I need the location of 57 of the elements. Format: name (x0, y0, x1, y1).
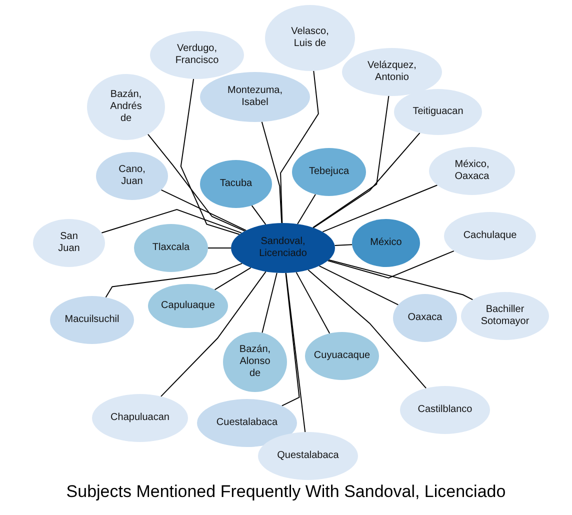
node-label: Castilblanco (418, 404, 472, 416)
connector-line (327, 250, 454, 278)
ellipse-node (231, 223, 335, 273)
node-label: Macuilsuchil (64, 314, 120, 326)
connector-line (262, 272, 278, 334)
ellipse-node (292, 148, 366, 196)
connector-line (261, 121, 282, 224)
node-label: México, Oaxaca (454, 159, 490, 183)
node-label: Bachiller Sotomayor (480, 304, 530, 328)
connector-line (214, 267, 252, 290)
node-label: Chapuluacan (110, 412, 170, 424)
node-label: Teitiguacan (412, 106, 464, 118)
node-label: San Juan (57, 231, 81, 255)
connector-line (308, 269, 427, 389)
node-label: Cano, Juan (118, 164, 146, 188)
node-label: Bazán, Andrés de (109, 89, 143, 125)
connector-line (286, 272, 306, 433)
ellipse-node (393, 294, 457, 342)
connector-line (328, 259, 474, 300)
connector-line (318, 265, 399, 306)
node-label: Questalabaca (277, 450, 339, 462)
node-label: Tacuba (220, 178, 252, 190)
connector-line (281, 272, 300, 406)
node-label: Oaxaca (408, 312, 442, 324)
ellipse-node (148, 284, 228, 328)
ellipse-node (305, 332, 379, 380)
connector-line (280, 70, 319, 224)
connector-line (251, 205, 266, 225)
connector-line (105, 262, 243, 298)
connector-line (313, 132, 420, 228)
node-label: Verdugo, Francisco (174, 43, 220, 67)
node-label: Cachulaque (463, 230, 517, 242)
connector-line (334, 244, 353, 246)
node-label: Cuyuacaque (314, 350, 370, 362)
connector-line (322, 184, 438, 232)
connector-line (160, 189, 247, 231)
node-label: Velázquez, Antonio (366, 60, 418, 84)
ellipse-node (200, 160, 272, 208)
node-label: Cuestalabaca (216, 417, 278, 429)
connector-line (160, 271, 266, 397)
node-label: Velasco, Luis de (290, 26, 330, 50)
connector-line (147, 134, 246, 232)
node-label: México (370, 237, 402, 249)
node-label: Sandoval, Licenciado (258, 236, 308, 260)
node-label: Tlaxcala (152, 242, 190, 254)
connector-line (297, 194, 316, 224)
connector-line (180, 78, 240, 235)
node-label: Tebejuca (308, 166, 350, 178)
connector-line (312, 95, 390, 228)
node-label: Montezuma, Isabel (226, 85, 284, 109)
chart-title: Subjects Mentioned Frequently With Sandoval, Licenciado (65, 482, 507, 502)
ellipse-node (96, 152, 168, 200)
connector-line (296, 272, 330, 334)
node-label: Capuluaque (161, 300, 215, 312)
node-label: Bazán, Alonso de (238, 344, 272, 380)
ellipse-node (352, 219, 420, 267)
connector-line (101, 208, 242, 234)
